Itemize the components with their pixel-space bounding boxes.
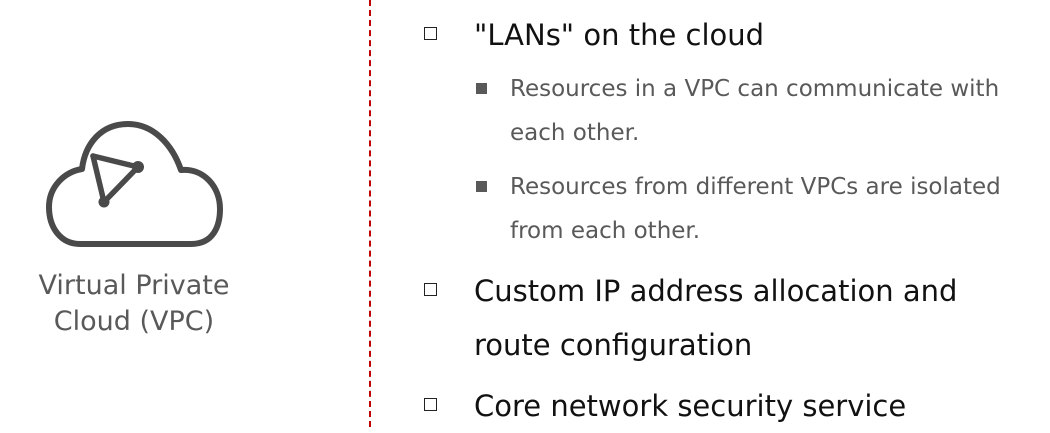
sub-item-text: Resources in a VPC can communicate with … [510,76,1000,146]
feature-list: "LANs" on the cloud Resources in a VPC c… [420,0,1040,427]
left-panel: Virtual Private Cloud (VPC) [0,0,268,427]
hollow-square-bullet-icon [424,283,437,296]
feature-text: Core network security service [474,389,907,423]
dashed-divider [369,0,371,427]
filled-square-bullet-icon [476,83,487,94]
feature-text: "LANs" on the cloud [474,18,765,52]
filled-square-bullet-icon [476,181,487,192]
hollow-square-bullet-icon [424,398,437,411]
vpc-title: Virtual Private Cloud (VPC) [38,270,230,337]
sub-item-text: Resources from different VPCs are isolat… [510,174,1001,244]
cloud-network-icon [46,121,223,247]
hollow-square-bullet-icon [424,27,437,40]
feature-text: Custom IP address allocation and route c… [474,274,958,362]
